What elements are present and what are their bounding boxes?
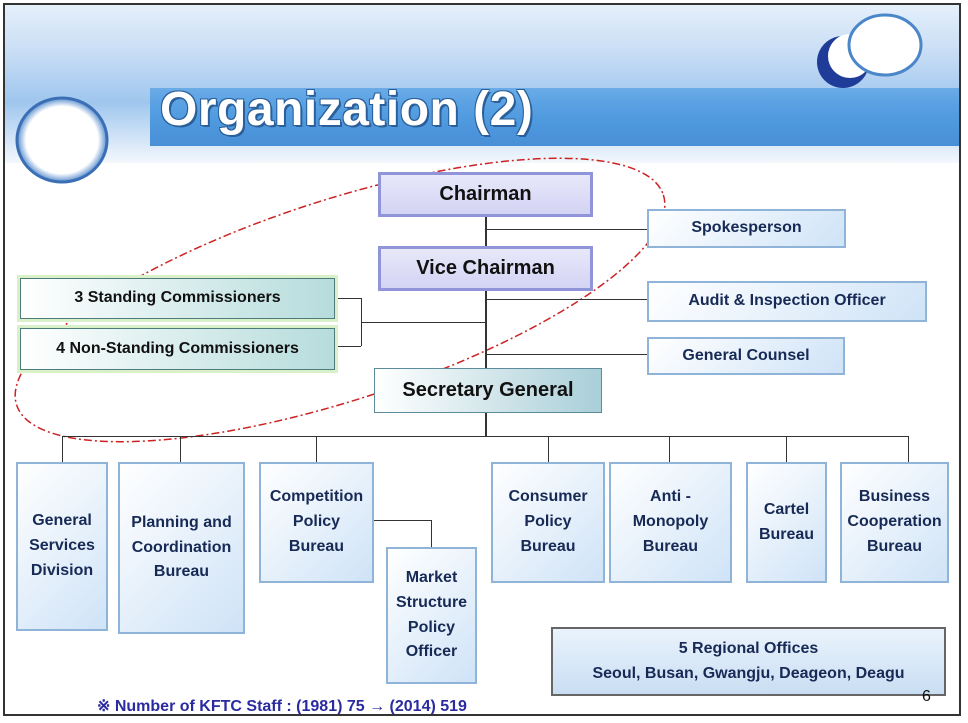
line: Bureau	[758, 525, 815, 543]
line: Coordination	[131, 538, 232, 556]
line: Policy	[407, 618, 456, 636]
title-band	[150, 88, 961, 146]
line: Competition	[269, 488, 364, 506]
standing-commissioners-box: 3 Standing Commissioners	[20, 278, 335, 319]
drop-business	[908, 436, 909, 462]
drop-planning	[180, 436, 181, 462]
connector-commissioners-vertical	[361, 298, 362, 346]
connector-audit	[485, 299, 647, 300]
drop-consumer	[548, 436, 549, 462]
line: Policy	[292, 513, 341, 531]
line: Cooperation	[847, 513, 942, 531]
line: Structure	[395, 593, 468, 611]
line: Anti -	[650, 488, 691, 506]
vice-chairman-label: Vice Chairman	[416, 257, 555, 279]
spokesperson-box: Spokesperson	[647, 209, 846, 248]
connector-nonstanding	[336, 346, 361, 347]
connector-main-vertical	[485, 214, 487, 436]
drop-cartel	[786, 436, 787, 462]
line: Business	[858, 488, 931, 506]
nonstanding-commissioners-box: 4 Non-Standing Commissioners	[20, 328, 335, 370]
left-globe-icon	[15, 96, 109, 184]
connector-market-horizontal	[374, 520, 432, 521]
line: Monopoly	[632, 513, 709, 531]
line: Market	[405, 568, 458, 586]
line: Division	[30, 561, 94, 579]
general-counsel-label: General Counsel	[682, 346, 810, 364]
connector-bureau-bar	[62, 436, 909, 437]
line: Officer	[405, 643, 458, 661]
line: Policy	[524, 513, 572, 531]
nonstanding-commissioners-label: 4 Non-Standing Commissioners	[56, 339, 299, 357]
line: Planning and	[131, 513, 232, 531]
line: General	[32, 512, 92, 530]
chairman-label: Chairman	[439, 183, 532, 205]
right-white-circle-icon	[847, 13, 923, 77]
connector-spokesperson	[485, 229, 647, 230]
page-title: Organization (2)	[160, 83, 534, 136]
connector-standing	[336, 298, 361, 299]
connector-counsel	[485, 354, 647, 355]
chairman-box: Chairman	[378, 172, 593, 217]
audit-box: Audit & Inspection Officer	[647, 281, 927, 322]
decor-circles-icon	[15, 13, 923, 184]
drop-competition	[316, 436, 317, 462]
regional-title: 5 Regional Offices	[678, 639, 819, 657]
drop-general-services	[62, 436, 63, 462]
regional-cities: Seoul, Busan, Gwangju, Deageon, Deagu	[592, 664, 905, 682]
line: Bureau	[153, 563, 210, 581]
audit-label: Audit & Inspection Officer	[688, 292, 886, 310]
page-number: 6	[922, 688, 931, 705]
line: Services	[29, 537, 95, 555]
vice-chairman-box: Vice Chairman	[378, 246, 593, 291]
secretary-general-label: Secretary General	[402, 379, 574, 401]
line: Bureau	[288, 537, 345, 555]
secretary-general-box: Secretary General	[374, 368, 602, 413]
spokesperson-label: Spokesperson	[691, 219, 802, 237]
line: Bureau	[642, 537, 699, 555]
line: Cartel	[763, 500, 810, 518]
connector-commissioners	[361, 322, 485, 323]
drop-antimonopoly	[669, 436, 670, 462]
line: Bureau	[866, 537, 923, 555]
connector-market-vertical	[431, 520, 432, 548]
line: Bureau	[520, 537, 576, 555]
line: Consumer	[508, 488, 588, 506]
standing-commissioners-label: 3 Standing Commissioners	[74, 289, 281, 307]
general-counsel-box: General Counsel	[647, 337, 845, 375]
staff-footnote: ※ Number of KFTC Staff : (1981) 75 → (20…	[97, 698, 467, 715]
